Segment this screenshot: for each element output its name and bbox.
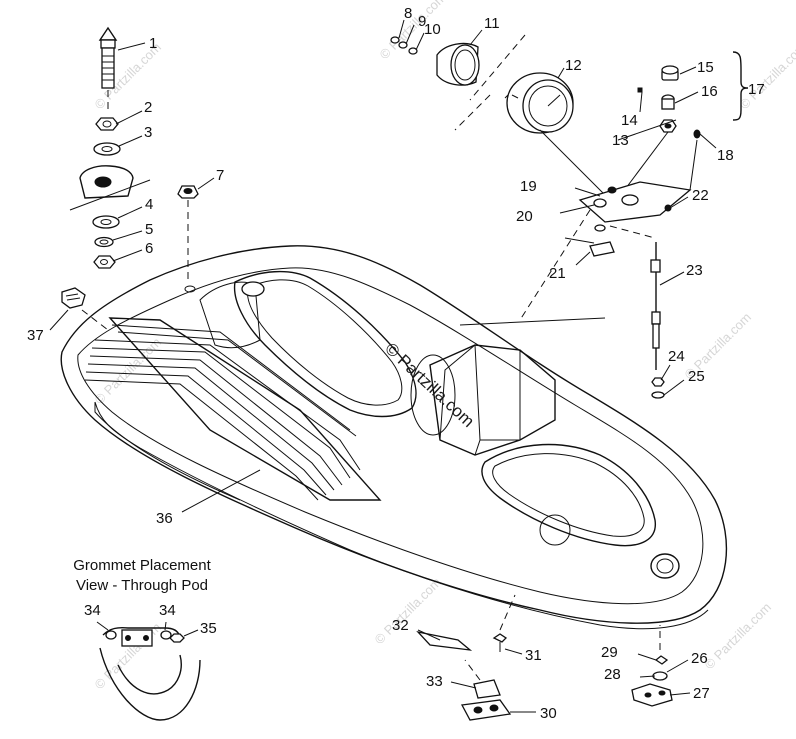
watermark-center: © Partzilla.com <box>381 339 478 431</box>
callout-37: 37 <box>27 327 44 344</box>
callout-12: 12 <box>565 57 582 74</box>
plug-37 <box>61 287 109 331</box>
callout-26: 26 <box>691 650 708 667</box>
callout-6: 6 <box>145 240 153 257</box>
callout-15: 15 <box>697 59 714 76</box>
callout-34-right: 34 <box>159 602 176 619</box>
callout-20: 20 <box>516 208 533 225</box>
callout-18: 18 <box>717 147 734 164</box>
callout-22: 22 <box>692 187 709 204</box>
callout-28: 28 <box>604 666 621 683</box>
callout-7: 7 <box>216 167 224 184</box>
watermark-text: © Partzilla.com <box>737 40 796 113</box>
watermark-text: © Partzilla.com <box>702 600 775 673</box>
hull-assembly <box>60 245 728 630</box>
caption-line-2: View - Through Pod <box>75 577 209 594</box>
callout-9: 9 <box>418 13 426 30</box>
callout-8: 8 <box>404 5 412 22</box>
callout-35: 35 <box>200 620 217 637</box>
stud-stack <box>69 26 151 269</box>
callout-4: 4 <box>145 196 153 213</box>
callout-27: 27 <box>693 685 710 702</box>
callout-10: 10 <box>424 21 441 38</box>
callout-24: 24 <box>668 348 685 365</box>
callout-17: 17 <box>748 81 765 98</box>
bottom-parts <box>99 594 673 721</box>
callout-labels: 1 2 3 4 5 6 7 8 9 10 11 12 13 14 15 16 1… <box>27 5 765 722</box>
callout-3: 3 <box>144 124 152 141</box>
gauge-assembly <box>390 34 701 399</box>
callout-36: 36 <box>156 510 173 527</box>
callout-11: 11 <box>484 15 500 32</box>
callout-32: 32 <box>392 617 409 634</box>
callout-5: 5 <box>145 221 153 238</box>
callout-16: 16 <box>701 83 718 100</box>
leader-lines <box>49 19 717 713</box>
callout-21: 21 <box>549 265 566 282</box>
caption-line-1: Grommet Placement <box>73 557 211 574</box>
watermark-text: © Partzilla.com <box>92 335 165 408</box>
callout-13: 13 <box>612 132 629 149</box>
callout-30: 30 <box>540 705 557 722</box>
grommet-placement-caption: Grommet Placement View - Through Pod <box>52 556 232 596</box>
callout-1: 1 <box>149 35 157 52</box>
callout-33: 33 <box>426 673 443 690</box>
callout-29: 29 <box>601 644 618 661</box>
callout-31: 31 <box>525 647 542 664</box>
callout-25: 25 <box>688 368 705 385</box>
brace-17 <box>732 51 749 121</box>
callout-23: 23 <box>686 262 703 279</box>
callout-2: 2 <box>144 99 152 116</box>
callout-14: 14 <box>621 112 638 129</box>
callout-19: 19 <box>520 178 537 195</box>
callout-34-left: 34 <box>84 602 101 619</box>
grommet-7 <box>177 185 199 293</box>
